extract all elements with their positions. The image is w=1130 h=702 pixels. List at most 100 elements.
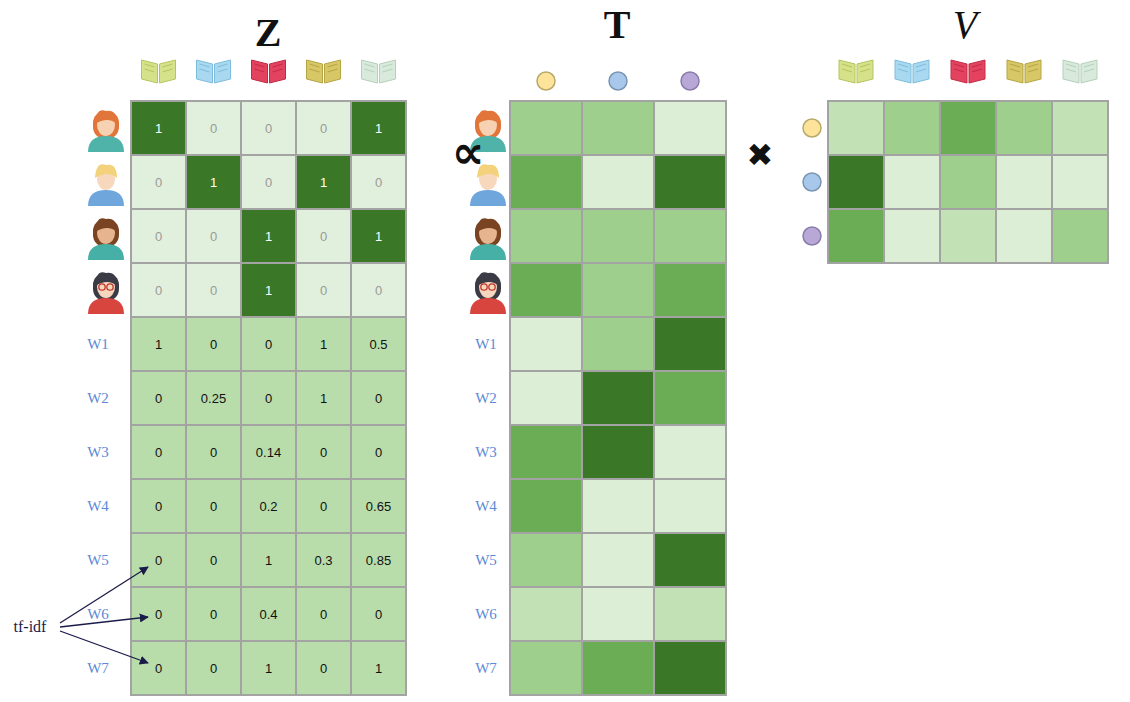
matrix-cell-bg [241,371,296,425]
v-matrix [828,101,1108,263]
user-icon [88,272,124,314]
matrix-cell-bg [296,425,351,479]
matrix-cell: 0.14 [256,445,281,460]
matrix-cell-bg [131,533,186,587]
matrix-cell: 0 [375,175,382,190]
matrix-title: T [604,1,631,48]
matrix-cell-bg [510,263,582,317]
matrix-cell-bg [241,425,296,479]
matrix-cell-bg [241,641,296,695]
matrix-cell-bg [884,101,940,155]
matrix-cell-bg [510,209,582,263]
matrix-cell: 1 [320,391,327,406]
matrix-cell: 0 [155,175,162,190]
matrix-cell: 0 [155,661,162,676]
leader-lines [60,567,148,663]
matrix-cell: 0 [375,283,382,298]
matrix-cell-bg [828,155,884,209]
matrix-cell-bg [296,641,351,695]
matrix-cell-bg [884,155,940,209]
matrix-cell-bg [351,587,406,641]
matrix-cell-bg [510,479,582,533]
matrix-cell-bg [186,263,241,317]
matrix-cell: 0 [210,121,217,136]
matrix-cell-bg [131,101,186,155]
matrix-cell: 0 [210,661,217,676]
matrix-cell: 0 [155,445,162,460]
book-icon [197,60,231,83]
matrix-cell-bg [510,425,582,479]
matrix-cell-bg [351,425,406,479]
user-icon [470,218,506,260]
leader-line [60,631,148,663]
row-label: W2 [87,390,109,407]
row-label: W7 [87,660,109,677]
matrix-cell-bg [296,209,351,263]
matrix-cell-bg [582,425,654,479]
matrix-cell-bg [654,425,726,479]
row-label: W3 [475,444,497,461]
matrix-cell-bg [940,209,996,263]
matrix-cell-bg [510,587,582,641]
matrix-cell-bg [186,371,241,425]
matrix-cell: 1 [375,661,382,676]
matrix-cell: 0.85 [366,553,391,568]
matrix-cell: 1 [265,553,272,568]
matrix-cell: 1 [320,175,327,190]
matrix-cell-bg [131,641,186,695]
matrix-cell-bg [241,263,296,317]
user-icon [470,272,506,314]
row-label: W5 [87,552,109,569]
matrix-cell-bg [131,371,186,425]
matrix-cell-bg [186,317,241,371]
matrix-cell: 0 [155,607,162,622]
matrix-cell-bg [351,641,406,695]
book-icon [895,60,929,83]
operator-symbol: ✖ [747,136,774,174]
matrix-cell-bg [510,371,582,425]
matrix-title: V [953,1,977,48]
matrix-cell-bg [654,263,726,317]
leader-line [60,567,148,623]
matrix-cell-bg [582,101,654,155]
matrix-cell: 0 [265,391,272,406]
factor-dot [803,119,821,137]
row-label: W2 [475,390,497,407]
matrix-cell: 0 [210,607,217,622]
matrix-cell-bg [351,101,406,155]
matrix-cell-bg [654,641,726,695]
matrix-cell-bg [351,479,406,533]
z-matrix [131,101,406,695]
matrix-cell: 1 [320,337,327,352]
matrix-cell: 0 [320,661,327,676]
matrix-cell: 1 [375,121,382,136]
matrix-cell: 1 [210,175,217,190]
book-icon [142,60,176,83]
matrix-cell-bg [1052,209,1108,263]
matrix-cell: 0 [320,121,327,136]
matrix-cell-bg [186,533,241,587]
matrix-cell-bg [582,533,654,587]
matrix-cell-bg [351,209,406,263]
matrix-cell-bg [654,101,726,155]
operator-symbol: ∝ [452,125,485,179]
matrix-cell: 0 [210,283,217,298]
matrix-cell-bg [582,641,654,695]
matrix-cell-bg [510,641,582,695]
matrix-cell-bg [296,101,351,155]
matrix-cell-bg [828,101,884,155]
matrix-cell-bg [186,425,241,479]
matrix-cell-bg [510,155,582,209]
matrix-cell: 0 [320,445,327,460]
row-label: W5 [475,552,497,569]
matrix-cell-bg [296,587,351,641]
matrix-cell-bg [582,587,654,641]
book-icon [362,60,396,83]
matrix-cell-bg [582,371,654,425]
matrix-cell-bg [654,371,726,425]
row-label: W4 [475,498,497,515]
matrix-cell-bg [582,209,654,263]
matrix-cell-bg [296,263,351,317]
matrix-cell-bg [131,587,186,641]
